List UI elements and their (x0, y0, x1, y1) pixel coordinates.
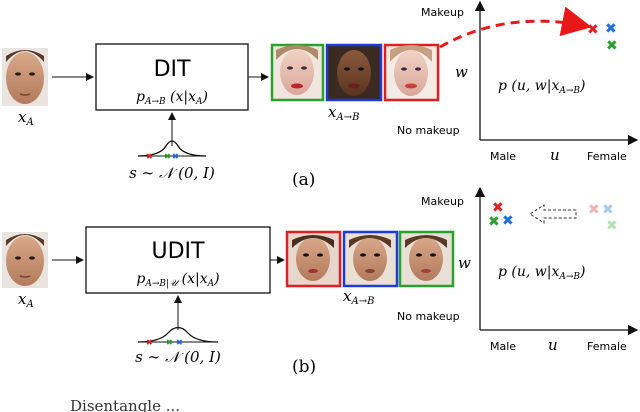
plot-b-y-top: Makeup (421, 195, 464, 208)
plot-a-x-var: u (550, 146, 560, 164)
noise-label-a: s ∼ 𝒩 (0, I) (129, 164, 215, 182)
noise-marker-blue-a: ✖ (172, 152, 179, 161)
plot-a-x-left: Male (490, 150, 516, 163)
gaussian-curve-b (137, 326, 219, 343)
plot-b-y-var: w (458, 254, 471, 272)
noise-marker-blue-b: ✖ (176, 338, 183, 347)
plot-a-y-top: Makeup (421, 6, 464, 19)
gaussian-curve-a (137, 140, 207, 157)
noise-marker-red-a: ✖ (146, 152, 153, 161)
plot-a-marker-green: ✖ (606, 38, 618, 54)
plot-a-marker-red: ✖ (587, 22, 599, 38)
plot-b-marker-red: ✖ (492, 200, 504, 216)
noise-marker-red-b: ✖ (146, 338, 153, 347)
plot-b-ghost-blue: ✖ (602, 202, 614, 218)
plot-b-ghost-red: ✖ (588, 202, 600, 218)
output-face-b-2 (342, 230, 399, 288)
input-label-b: xA (18, 290, 34, 310)
output-label-a: xA→B (328, 103, 359, 123)
plot-a-marker-blue: ✖ (605, 21, 617, 37)
plot-a-y-var: w (455, 63, 468, 81)
input-label-a: xA (18, 108, 34, 128)
udit-title: UDIT (152, 239, 206, 264)
panel-b-letter: (b) (292, 357, 316, 377)
output-face-b-3 (398, 230, 455, 288)
plot-b-formula: p (u, w|xA→B) (498, 264, 586, 282)
plot-a-x-right: Female (587, 150, 627, 163)
plot-a-dashed-arrow (439, 6, 592, 49)
plot-b-x-left: Male (490, 340, 516, 353)
output-face-a-3 (383, 43, 440, 102)
noise-label-b: s ∼ 𝒩 (0, I) (135, 348, 221, 366)
input-face-a (2, 48, 48, 106)
output-label-b: xA→B (343, 287, 374, 307)
noise-marker-green-b: ✖ (166, 338, 173, 347)
dit-box (95, 43, 249, 111)
dit-title: DIT (154, 57, 191, 82)
plot-b-x-right: Female (587, 340, 627, 353)
noise-marker-green-a: ✖ (164, 152, 171, 161)
caption-fragment: Disentangle ... (70, 397, 180, 412)
output-face-b-1 (285, 230, 342, 288)
plot-b-marker-green: ✖ (488, 214, 500, 230)
plot-b-hollow-arrow (529, 204, 577, 224)
plot-b-y-bottom: No makeup (397, 310, 460, 323)
plot-a-formula: p (u, w|xA→B) (498, 78, 586, 96)
output-face-a-2 (325, 43, 383, 102)
plot-b-x-var: u (548, 336, 558, 354)
panel-a-letter: (a) (292, 170, 315, 190)
plot-b-ghost-green: ✖ (606, 218, 618, 234)
output-face-a-1 (270, 43, 325, 102)
input-face-b (2, 232, 48, 288)
plot-b-marker-blue: ✖ (502, 213, 514, 229)
plot-a-y-bottom: No makeup (397, 124, 460, 137)
